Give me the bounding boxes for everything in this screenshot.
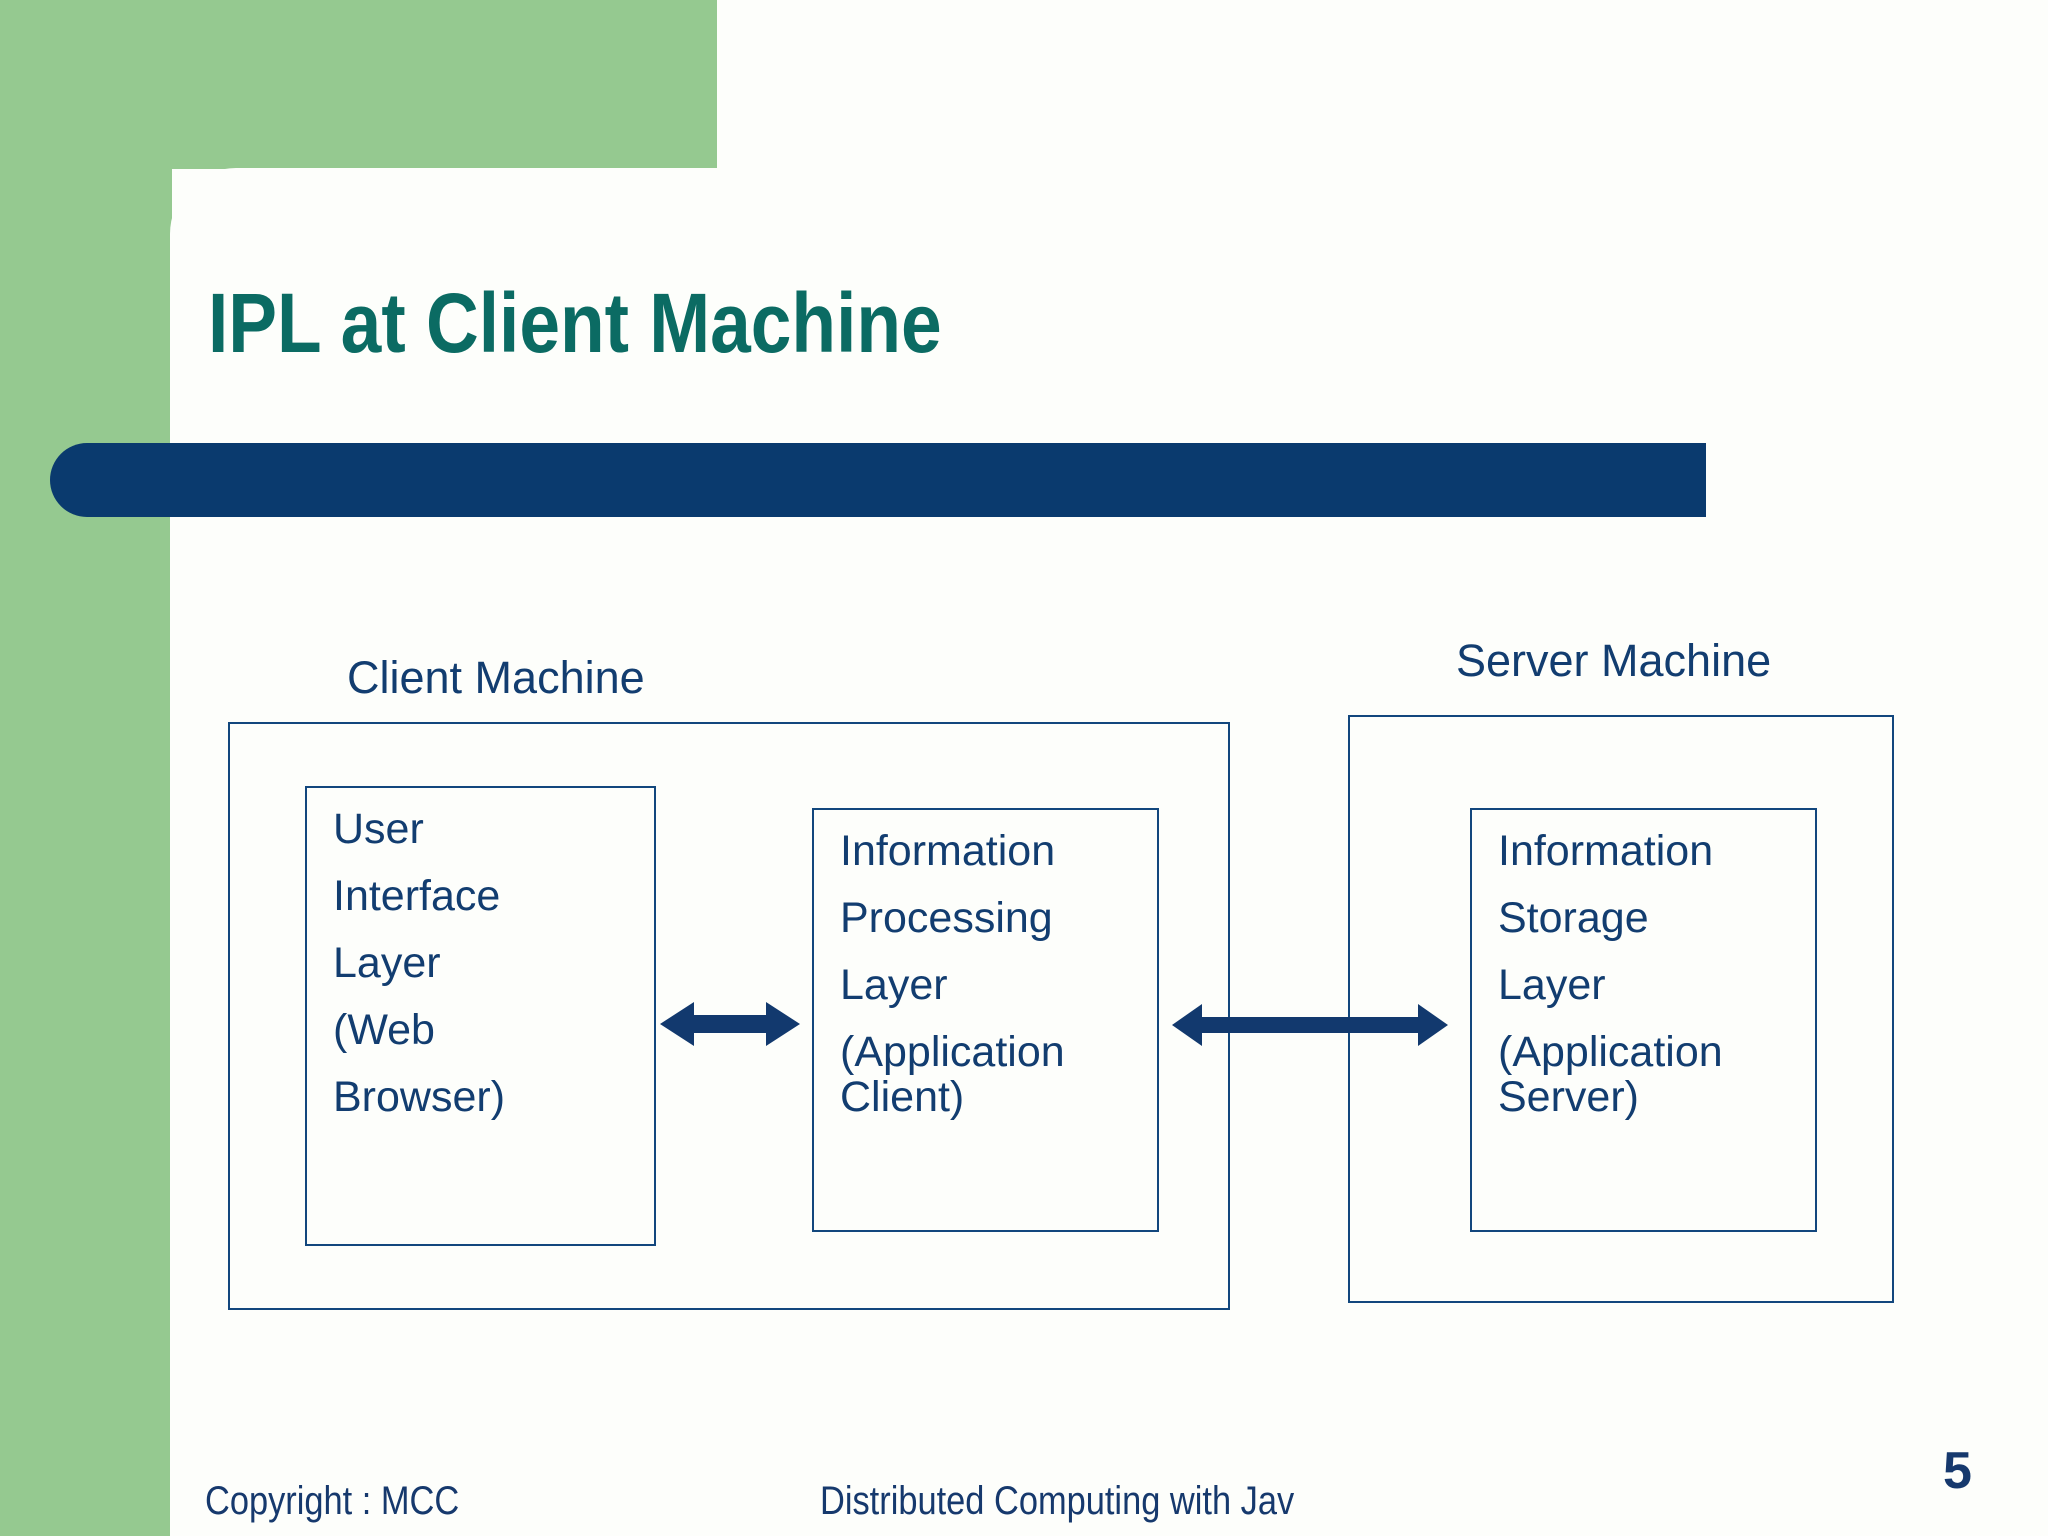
footer-course-title: Distributed Computing with Jav (820, 1479, 1295, 1523)
client-machine-container (228, 722, 1230, 1310)
isl-line-1: Information (1498, 827, 1714, 875)
ui-line-1: User (333, 805, 424, 853)
ipl-line-4: (Application (840, 1028, 1065, 1076)
isl-line-3: Layer (1498, 961, 1606, 1009)
page-title: IPL at Client Machine (208, 276, 942, 370)
ipl-line-3: Layer (840, 961, 948, 1009)
client-machine-label: Client Machine (347, 652, 645, 703)
green-left-strip (0, 0, 172, 1536)
ui-line-4: (Web (333, 1006, 435, 1054)
server-machine-label: Server Machine (1456, 635, 1772, 686)
ui-line-3: Layer (333, 939, 441, 987)
green-corner-block (0, 0, 717, 169)
ipl-line-5: Client) (840, 1073, 965, 1121)
navy-title-underline-bar (50, 443, 1706, 517)
server-machine-container (1348, 715, 1894, 1303)
isl-line-4: (Application (1498, 1028, 1723, 1076)
information-processing-layer-box: Information Processing Layer (Applicatio… (812, 808, 1159, 1232)
isl-line-2: Storage (1498, 894, 1649, 942)
double-arrow-processing-to-storage-icon (1172, 1004, 1448, 1046)
footer-copyright: Copyright : MCC (205, 1479, 460, 1523)
ipl-line-1: Information (840, 827, 1056, 875)
information-storage-layer-box: Information Storage Layer (Application S… (1470, 808, 1817, 1232)
ui-line-2: Interface (333, 872, 501, 920)
user-interface-layer-box: User Interface Layer (Web Browser) (305, 786, 656, 1246)
isl-line-5: Server) (1498, 1073, 1639, 1121)
double-arrow-ui-to-processing-icon (660, 1002, 800, 1046)
ipl-line-2: Processing (840, 894, 1053, 942)
page-number: 5 (1943, 1442, 1972, 1500)
ui-line-5: Browser) (333, 1073, 506, 1121)
